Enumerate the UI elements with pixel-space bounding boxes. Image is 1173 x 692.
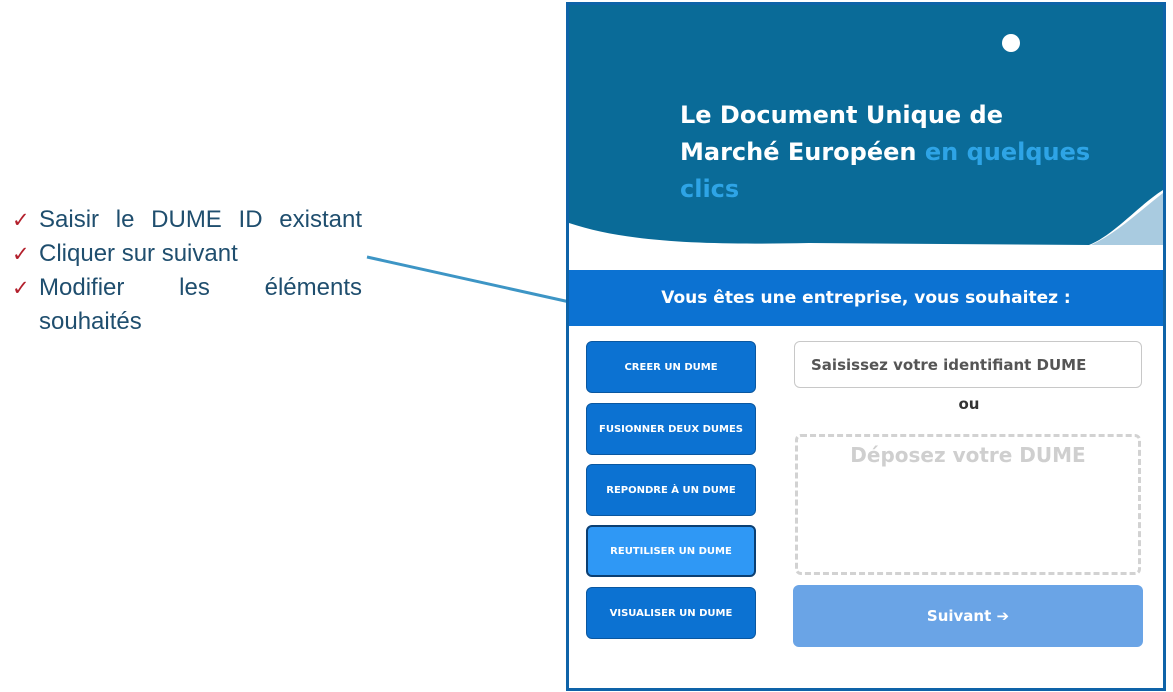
dropzone-label: Déposez votre DUME	[850, 443, 1086, 467]
list-item: ✓ Cliquer sur suivant	[12, 237, 362, 271]
instruction-text: Modifier les éléments souhaités	[39, 274, 362, 335]
dume-panel: Le Document Unique de Marché Européen en…	[566, 2, 1166, 691]
reuse-dume-button[interactable]: REUTILISER UN DUME	[586, 525, 756, 577]
next-button[interactable]: Suivant ➔	[793, 585, 1143, 647]
section-header: Vous êtes une entreprise, vous souhaitez…	[569, 270, 1163, 326]
instruction-text: Cliquer sur suivant	[39, 240, 238, 267]
merge-dumes-button[interactable]: FUSIONNER DEUX DUMES	[586, 403, 756, 455]
view-dume-button[interactable]: VISUALISER UN DUME	[586, 587, 756, 639]
hero-decoration	[569, 34, 1163, 250]
instruction-text: Saisir le DUME ID existant	[39, 206, 362, 233]
check-icon: ✓	[12, 242, 30, 266]
or-separator: ou	[958, 395, 980, 413]
create-dume-button[interactable]: CREER UN DUME	[586, 341, 756, 393]
dume-dropzone[interactable]: Déposez votre DUME	[795, 434, 1141, 575]
list-item: ✓ Modifier les éléments souhaités	[12, 271, 362, 339]
check-icon: ✓	[12, 208, 30, 232]
dume-id-input[interactable]: Saisissez votre identifiant DUME	[794, 341, 1142, 388]
check-icon: ✓	[12, 276, 30, 300]
hero-banner: Le Document Unique de Marché Européen en…	[569, 5, 1163, 250]
hero-title-accent: en quelques clics	[680, 138, 1091, 203]
hero-title: Le Document Unique de Marché Européen en…	[680, 101, 1091, 203]
respond-dume-button[interactable]: REPONDRE À UN DUME	[586, 464, 756, 516]
instruction-list: ✓ Saisir le DUME ID existant ✓ Cliquer s…	[12, 203, 362, 339]
list-item: ✓ Saisir le DUME ID existant	[12, 203, 362, 237]
